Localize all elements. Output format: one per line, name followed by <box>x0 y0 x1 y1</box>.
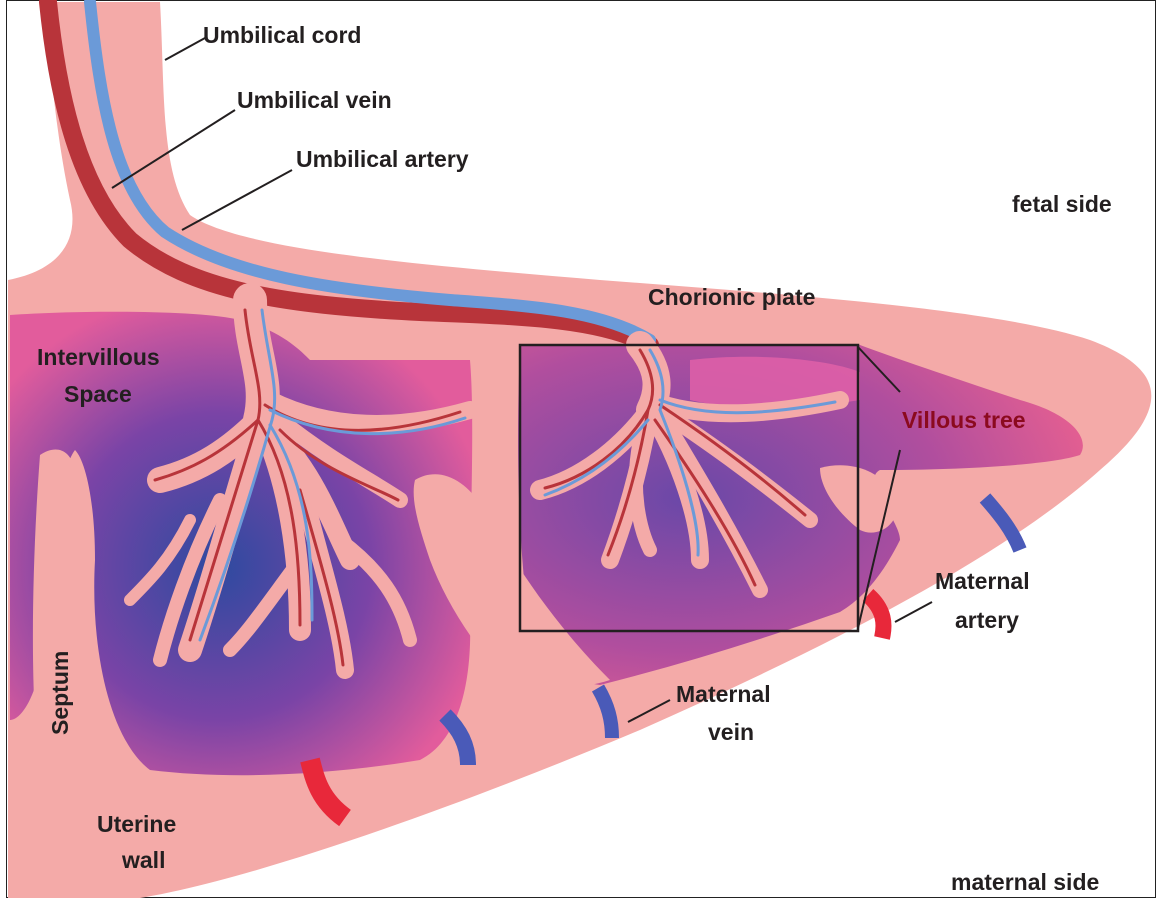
label-fetal-side: fetal side <box>1012 191 1112 217</box>
label-umbilical-vein: Umbilical vein <box>237 87 392 113</box>
label-intervillous-line2: Space <box>64 381 132 407</box>
leader-umbilical-cord <box>165 38 205 60</box>
label-umbilical-artery: Umbilical artery <box>296 146 469 172</box>
label-maternal-side: maternal side <box>951 869 1099 895</box>
label-umbilical-cord: Umbilical cord <box>203 22 361 48</box>
label-chorionic-plate: Chorionic plate <box>648 284 815 310</box>
label-uterine-line1: Uterine <box>97 811 176 837</box>
label-maternal-artery-line1: Maternal <box>935 568 1030 594</box>
label-maternal-artery-line2: artery <box>955 607 1019 633</box>
label-maternal-vein-line2: vein <box>708 719 754 745</box>
label-septum: Septum <box>47 651 73 735</box>
label-villous-tree: Villous tree <box>902 407 1026 433</box>
leader-umbilical-artery <box>182 170 292 230</box>
leader-maternal-artery <box>895 602 932 622</box>
label-intervillous-line1: Intervillous <box>37 344 160 370</box>
label-maternal-vein-line1: Maternal <box>676 681 771 707</box>
label-uterine-line2: wall <box>121 847 165 873</box>
